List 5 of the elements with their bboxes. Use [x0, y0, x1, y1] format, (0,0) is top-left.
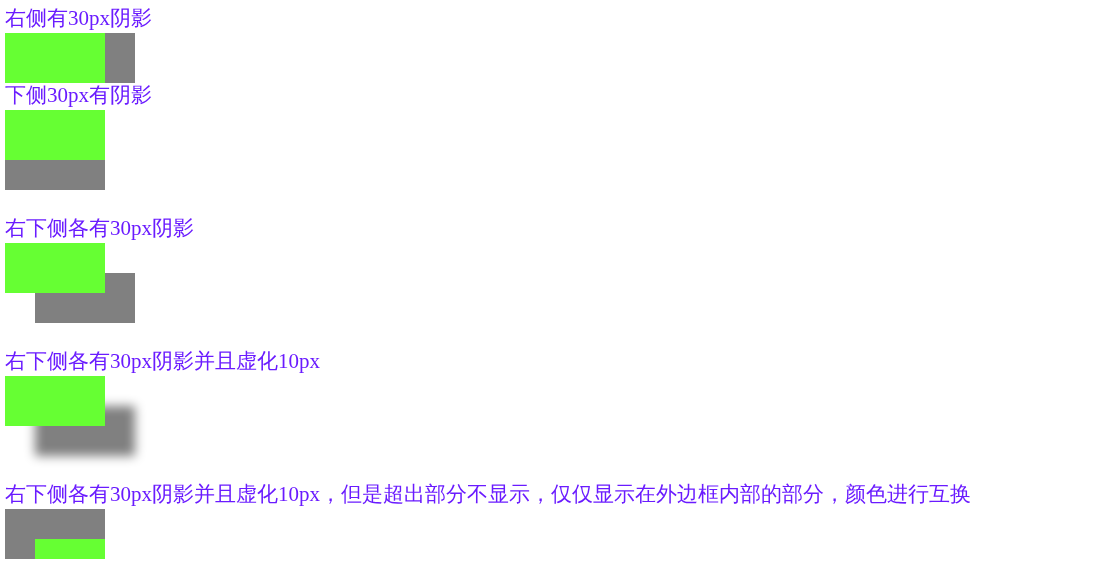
caption-text: 下侧30px有阴影 [5, 83, 152, 107]
caption-text: 右下侧各有30px阴影 [5, 216, 194, 240]
caption-text: 右下侧各有30px阴影并且虚化10px [5, 349, 320, 373]
caption-text: 右下侧各有30px阴影并且虚化10px，但是超出部分不显示，仅仅显示在外边框内部的部分，颜色进行互换 [5, 482, 971, 506]
caption-text: 右侧有30px阴影 [5, 6, 152, 30]
